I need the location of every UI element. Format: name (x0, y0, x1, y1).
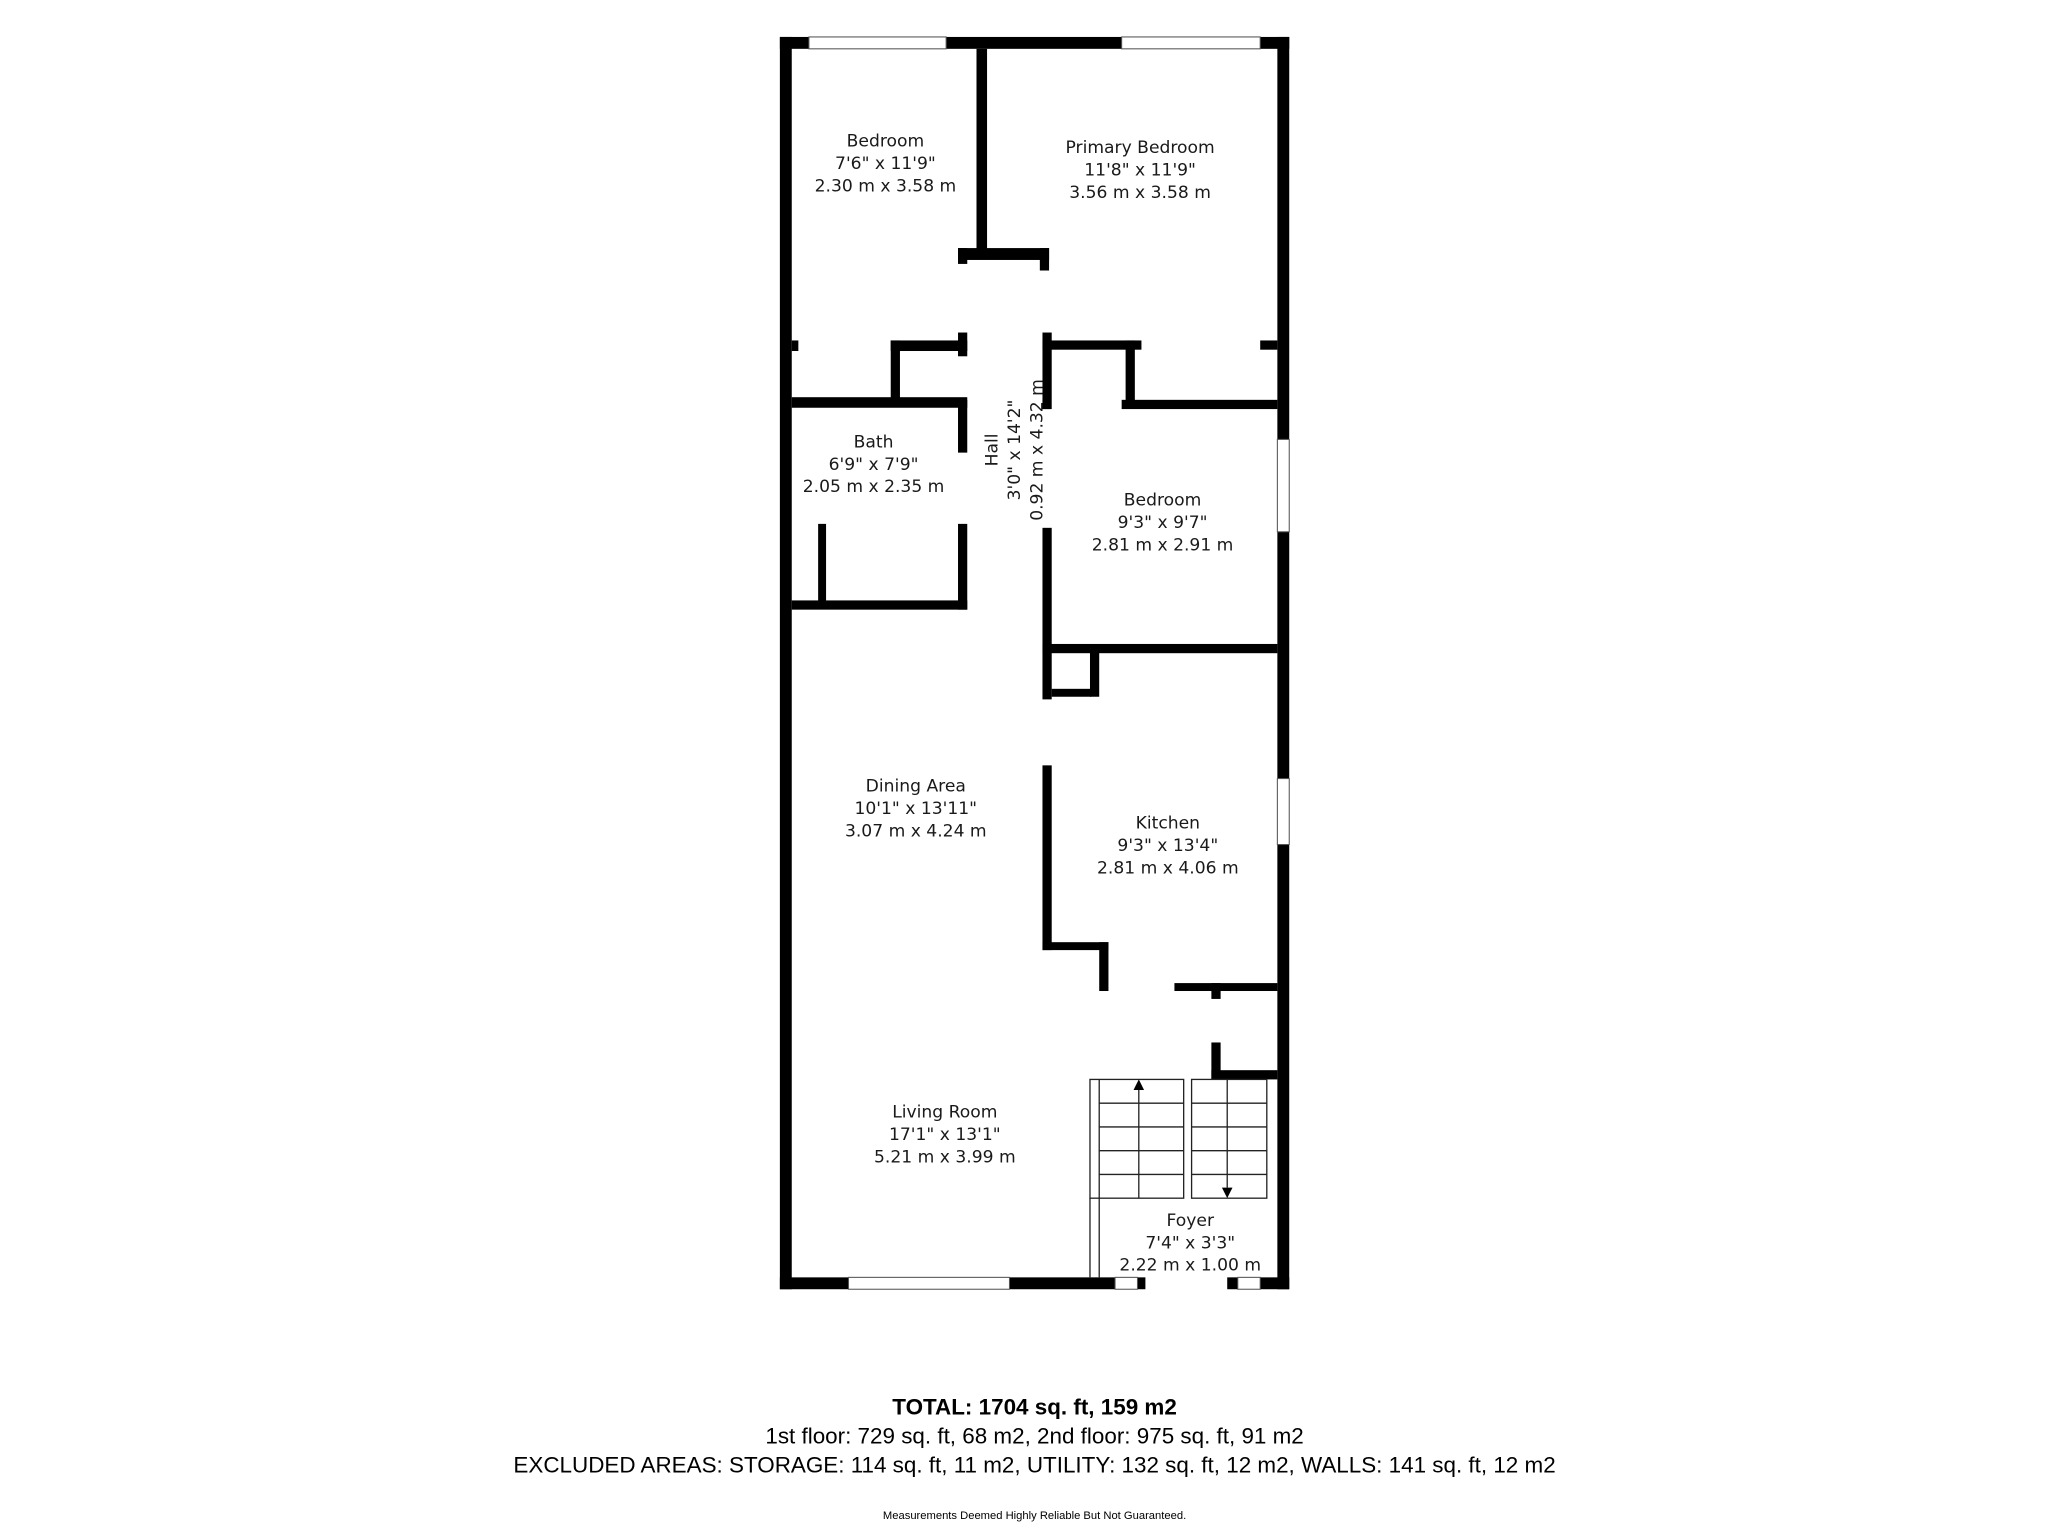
area-summary: TOTAL: 1704 sq. ft, 159 m2 1st floor: 72… (513, 1395, 1555, 1522)
walls (779, 36, 1290, 1290)
room-name: Bedroom (847, 131, 925, 151)
room-name: Living Room (892, 1103, 997, 1123)
room-name: Foyer (1167, 1211, 1215, 1231)
room-metric: 2.05 m x 2.35 m (803, 477, 945, 497)
room-primary-bedroom: Primary Bedroom 11'8" x 11'9" 3.56 m x 3… (1066, 138, 1215, 203)
room-metric: 2.81 m x 4.06 m (1097, 859, 1239, 879)
stairs (1089, 1078, 1268, 1278)
room-metric: 3.56 m x 3.58 m (1069, 183, 1211, 203)
room-name: Bath (854, 432, 894, 452)
room-name: Kitchen (1136, 814, 1200, 834)
room-labels: Bedroom 7'6" x 11'9" 2.30 m x 3.58 m Pri… (803, 131, 1261, 1275)
floor-areas: 1st floor: 729 sq. ft, 68 m2, 2nd floor:… (765, 1424, 1303, 1449)
room-imperial: 11'8" x 11'9" (1084, 161, 1196, 181)
total-area: TOTAL: 1704 sq. ft, 159 m2 (892, 1395, 1177, 1420)
stair-up-arrow-icon (1133, 1079, 1145, 1090)
room-kitchen: Kitchen 9'3" x 13'4" 2.81 m x 4.06 m (1097, 814, 1239, 879)
room-imperial: 10'1" x 13'11" (855, 799, 978, 819)
room-imperial: 9'3" x 9'7" (1118, 513, 1208, 533)
room-name: Hall (983, 434, 1003, 467)
room-living-room: Living Room 17'1" x 13'1" 5.21 m x 3.99 … (874, 1103, 1016, 1168)
room-name: Dining Area (866, 777, 966, 797)
room-name: Primary Bedroom (1066, 138, 1215, 158)
room-metric: 3.07 m x 4.24 m (845, 822, 987, 842)
windows (808, 36, 1290, 1290)
room-imperial: 7'6" x 11'9" (835, 154, 936, 174)
room-imperial: 9'3" x 13'4" (1117, 836, 1218, 856)
room-metric: 2.81 m x 2.91 m (1092, 535, 1234, 555)
room-metric: 0.92 m x 4.32 m (1027, 379, 1047, 521)
room-metric: 2.22 m x 1.00 m (1119, 1256, 1261, 1276)
room-imperial: 7'4" x 3'3" (1145, 1233, 1235, 1253)
room-bath: Bath 6'9" x 7'9" 2.05 m x 2.35 m (803, 432, 945, 497)
excluded-areas: EXCLUDED AREAS: STORAGE: 114 sq. ft, 11 … (513, 1453, 1555, 1478)
stair-down-arrow-icon (1221, 1187, 1233, 1199)
room-imperial: 3'0" x 14'2" (1005, 400, 1025, 501)
room-dining-area: Dining Area 10'1" x 13'11" 3.07 m x 4.24… (845, 777, 987, 842)
room-bedroom-2: Bedroom 9'3" x 9'7" 2.81 m x 2.91 m (1092, 490, 1234, 555)
room-metric: 5.21 m x 3.99 m (874, 1148, 1016, 1168)
room-name: Bedroom (1124, 490, 1202, 510)
room-imperial: 6'9" x 7'9" (829, 455, 919, 475)
room-imperial: 17'1" x 13'1" (889, 1125, 1001, 1145)
disclaimer: Measurements Deemed Highly Reliable But … (883, 1510, 1186, 1522)
room-metric: 2.30 m x 3.58 m (815, 176, 957, 196)
room-bedroom-1: Bedroom 7'6" x 11'9" 2.30 m x 3.58 m (815, 131, 957, 196)
room-hall: Hall 3'0" x 14'2" 0.92 m x 4.32 m (983, 379, 1048, 521)
room-foyer: Foyer 7'4" x 3'3" 2.22 m x 1.00 m (1119, 1211, 1261, 1276)
